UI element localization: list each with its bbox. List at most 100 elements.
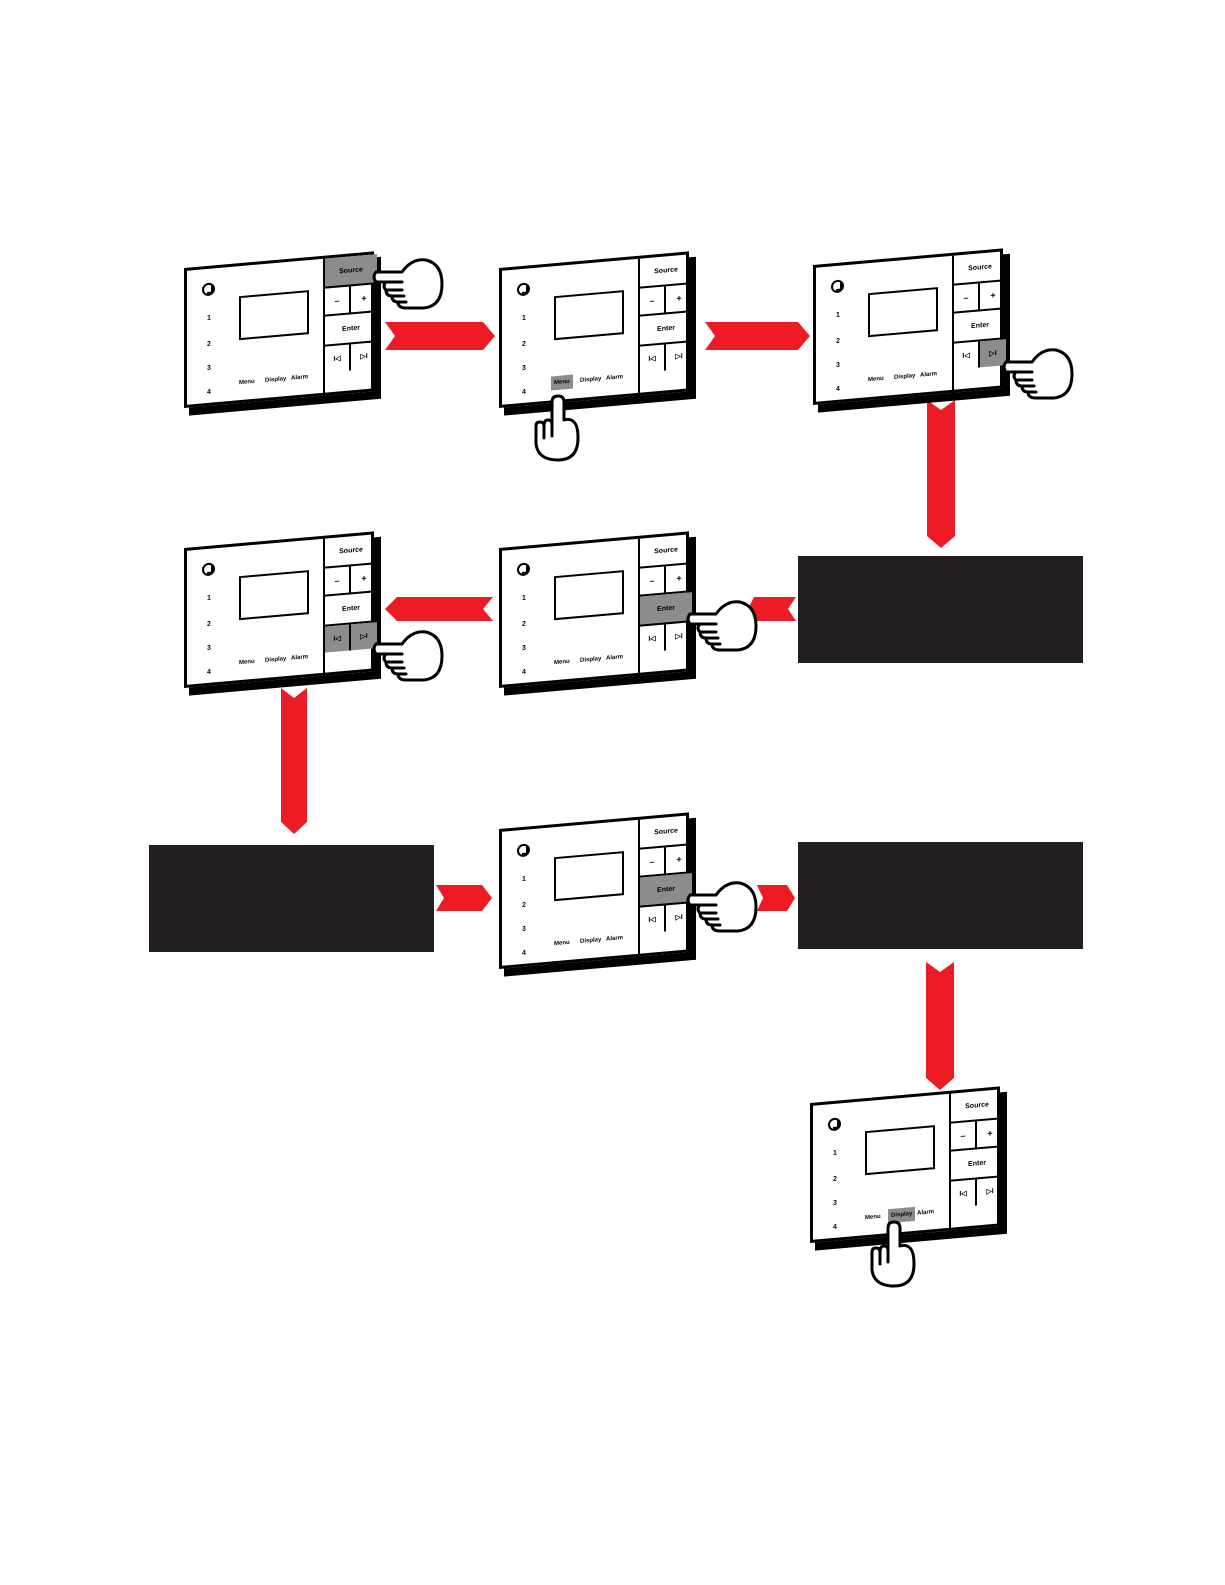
display-button[interactable]: Display — [580, 656, 602, 664]
preset-3-button[interactable]: 3 — [836, 361, 840, 369]
power-icon[interactable] — [517, 562, 530, 577]
preset-3-button[interactable]: 3 — [522, 364, 526, 372]
prev-button[interactable]: I◁ — [640, 624, 666, 653]
enter-button[interactable]: Enter — [325, 312, 377, 347]
menu-button[interactable]: Menu — [239, 378, 255, 387]
alarm-button[interactable]: Alarm — [606, 374, 624, 382]
arrow-down-2 — [281, 688, 307, 834]
preset-1-button[interactable]: 1 — [207, 594, 211, 602]
preset-2-button[interactable]: 2 — [522, 901, 526, 909]
arrow-right-2 — [705, 322, 810, 350]
display-button[interactable]: Display — [265, 376, 287, 384]
source-button[interactable]: Source — [640, 254, 692, 289]
display-button[interactable]: Display — [894, 373, 916, 381]
menu-button[interactable]: Menu — [554, 939, 570, 948]
prev-button[interactable]: I◁ — [951, 1179, 977, 1208]
info-box-2 — [149, 845, 434, 952]
source-button[interactable]: Source — [640, 815, 692, 850]
preset-3-button[interactable]: 3 — [522, 925, 526, 933]
source-button[interactable]: Source — [325, 534, 377, 569]
preset-3-button[interactable]: 3 — [207, 364, 211, 372]
arrow-right-4 — [757, 885, 795, 911]
menu-button[interactable]: Menu — [868, 375, 884, 384]
alarm-button[interactable]: Alarm — [920, 371, 938, 379]
alarm-button[interactable]: Alarm — [606, 654, 624, 662]
preset-2-button[interactable]: 2 — [836, 337, 840, 345]
preset-4-button[interactable]: 4 — [833, 1223, 837, 1231]
minus-button[interactable]: – — [954, 283, 980, 314]
source-button[interactable]: Source — [325, 254, 377, 289]
source-button[interactable]: Source — [640, 534, 692, 569]
menu-button[interactable]: Menu — [554, 658, 570, 667]
minus-button[interactable]: – — [325, 286, 351, 317]
minus-button[interactable]: – — [951, 1121, 977, 1152]
prev-button[interactable]: I◁ — [640, 905, 666, 934]
preset-1-button[interactable]: 1 — [833, 1149, 837, 1157]
pointing-hand-icon — [372, 628, 444, 684]
alarm-button[interactable]: Alarm — [606, 935, 624, 943]
preset-4-button[interactable]: 4 — [522, 949, 526, 957]
minus-button[interactable]: – — [640, 847, 666, 878]
power-icon[interactable] — [202, 562, 215, 577]
plus-button[interactable]: + — [666, 564, 692, 595]
minus-button[interactable]: – — [325, 566, 351, 597]
preset-4-button[interactable]: 4 — [522, 388, 526, 396]
preset-1-button[interactable]: 1 — [522, 594, 526, 602]
display-button[interactable]: Display — [580, 937, 602, 945]
preset-3-button[interactable]: 3 — [207, 644, 211, 652]
preset-4-button[interactable]: 4 — [522, 668, 526, 676]
preset-1-button[interactable]: 1 — [836, 311, 840, 319]
next-button[interactable]: ▷I — [360, 352, 368, 361]
arrow-right-1 — [385, 322, 495, 350]
preset-1-button[interactable]: 1 — [522, 314, 526, 322]
enter-button[interactable]: Enter — [325, 592, 377, 627]
power-icon[interactable] — [517, 843, 530, 858]
pointing-hand-icon — [686, 879, 758, 935]
display-button[interactable]: Display — [265, 656, 287, 664]
power-icon[interactable] — [202, 282, 215, 297]
enter-button[interactable]: Enter — [954, 309, 1006, 344]
plus-button[interactable]: + — [977, 1119, 1003, 1150]
power-icon[interactable] — [831, 279, 844, 294]
lcd-screen — [554, 570, 624, 621]
preset-4-button[interactable]: 4 — [836, 385, 840, 393]
preset-2-button[interactable]: 2 — [522, 340, 526, 348]
preset-1-button[interactable]: 1 — [522, 875, 526, 883]
preset-4-button[interactable]: 4 — [207, 388, 211, 396]
next-button[interactable]: ▷I — [675, 352, 683, 361]
alarm-button[interactable]: Alarm — [291, 374, 309, 382]
minus-button[interactable]: – — [640, 566, 666, 597]
preset-2-button[interactable]: 2 — [833, 1175, 837, 1183]
prev-button[interactable]: I◁ — [640, 344, 666, 373]
preset-3-button[interactable]: 3 — [833, 1199, 837, 1207]
enter-button[interactable]: Enter — [640, 592, 692, 627]
lcd-screen — [239, 290, 309, 341]
preset-2-button[interactable]: 2 — [207, 340, 211, 348]
power-icon[interactable] — [517, 282, 530, 297]
prev-button[interactable]: I◁ — [325, 624, 351, 653]
enter-button[interactable]: Enter — [640, 312, 692, 347]
minus-button[interactable]: – — [640, 286, 666, 317]
prev-button[interactable]: I◁ — [325, 344, 351, 373]
preset-1-button[interactable]: 1 — [207, 314, 211, 322]
preset-2-button[interactable]: 2 — [522, 620, 526, 628]
plus-button[interactable]: + — [980, 281, 1006, 312]
source-button[interactable]: Source — [954, 251, 1006, 286]
plus-button[interactable]: + — [351, 564, 377, 595]
menu-button[interactable]: Menu — [239, 658, 255, 667]
source-button[interactable]: Source — [951, 1089, 1003, 1124]
next-button[interactable]: ▷I — [986, 1187, 994, 1196]
enter-button[interactable]: Enter — [640, 873, 692, 908]
power-icon[interactable] — [828, 1117, 841, 1132]
display-button[interactable]: Display — [580, 376, 602, 384]
alarm-button[interactable]: Alarm — [291, 654, 309, 662]
enter-button[interactable]: Enter — [951, 1147, 1003, 1182]
preset-3-button[interactable]: 3 — [522, 644, 526, 652]
prev-button[interactable]: I◁ — [954, 341, 980, 370]
preset-2-button[interactable]: 2 — [207, 620, 211, 628]
plus-button[interactable]: + — [666, 284, 692, 315]
menu-button[interactable]: Menu — [551, 374, 573, 391]
alarm-button[interactable]: Alarm — [917, 1209, 935, 1217]
plus-button[interactable]: + — [666, 845, 692, 876]
preset-4-button[interactable]: 4 — [207, 668, 211, 676]
